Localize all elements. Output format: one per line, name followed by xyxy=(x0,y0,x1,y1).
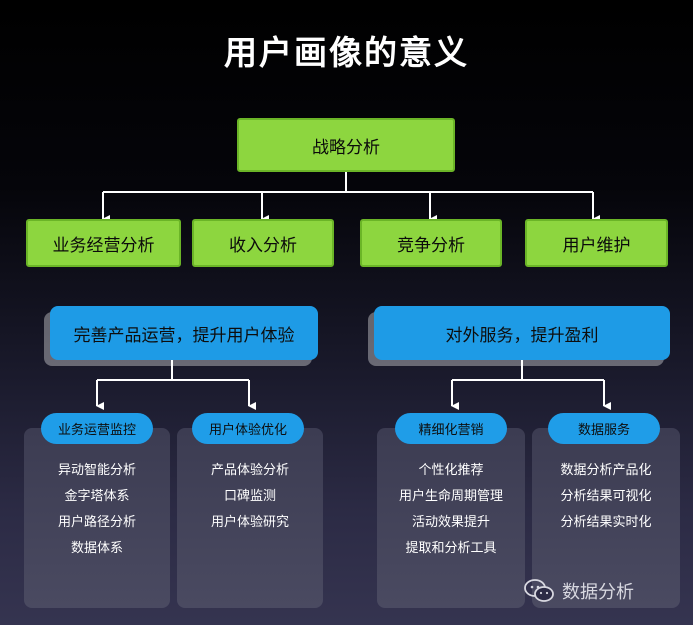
list-item: 产品体验分析 xyxy=(210,463,289,478)
list-item: 分析结果实时化 xyxy=(560,515,652,530)
list-item: 个性化推荐 xyxy=(418,463,484,478)
group-list-3: 个性化推荐 用户生命周期管理 活动效果提升 提取和分析工具 xyxy=(377,458,525,562)
group-pill-3: 精细化营销 xyxy=(395,413,507,444)
watermark-text: 数据分析 xyxy=(562,582,634,603)
list-item: 分析结果可视化 xyxy=(560,489,652,504)
list-item: 用户路径分析 xyxy=(57,515,136,530)
list-item: 提取和分析工具 xyxy=(405,541,497,556)
branch-node-2: 收入分析 xyxy=(192,219,334,267)
group-card-2 xyxy=(177,428,323,608)
list-item: 用户体验研究 xyxy=(210,515,289,530)
group-pill-2: 用户体验优化 xyxy=(192,413,304,444)
group-pill-4: 数据服务 xyxy=(548,413,660,444)
list-item: 异动智能分析 xyxy=(57,463,136,478)
watermark: 数据分析 xyxy=(524,578,634,604)
wechat-icon xyxy=(524,579,554,602)
group-list-4: 数据分析产品化 分析结果可视化 分析结果实时化 xyxy=(532,458,680,536)
group-card-3 xyxy=(377,428,525,608)
group-list-1: 异动智能分析 金字塔体系 用户路径分析 数据体系 xyxy=(24,458,170,562)
list-item: 数据体系 xyxy=(70,541,123,556)
goal-box-1: 完善产品运营，提升用户体验 xyxy=(50,306,318,360)
goal-box-2: 对外服务，提升盈利 xyxy=(374,306,670,360)
list-item: 金字塔体系 xyxy=(64,489,130,504)
branch-node-3: 竞争分析 xyxy=(360,219,502,267)
diagram-title: 用户画像的意义 xyxy=(224,33,469,72)
list-item: 用户生命周期管理 xyxy=(398,489,503,504)
branch-node-1: 业务经营分析 xyxy=(26,219,181,267)
branch-node-4: 用户维护 xyxy=(525,219,668,267)
list-item: 数据分析产品化 xyxy=(560,463,652,478)
list-item: 口碑监测 xyxy=(223,489,276,504)
group-pill-1: 业务运营监控 xyxy=(41,413,153,444)
group-list-2: 产品体验分析 口碑监测 用户体验研究 xyxy=(177,458,323,536)
group-card-1 xyxy=(24,428,170,608)
list-item: 活动效果提升 xyxy=(411,515,490,530)
root-node: 战略分析 xyxy=(237,118,455,172)
group-card-4 xyxy=(532,428,680,608)
